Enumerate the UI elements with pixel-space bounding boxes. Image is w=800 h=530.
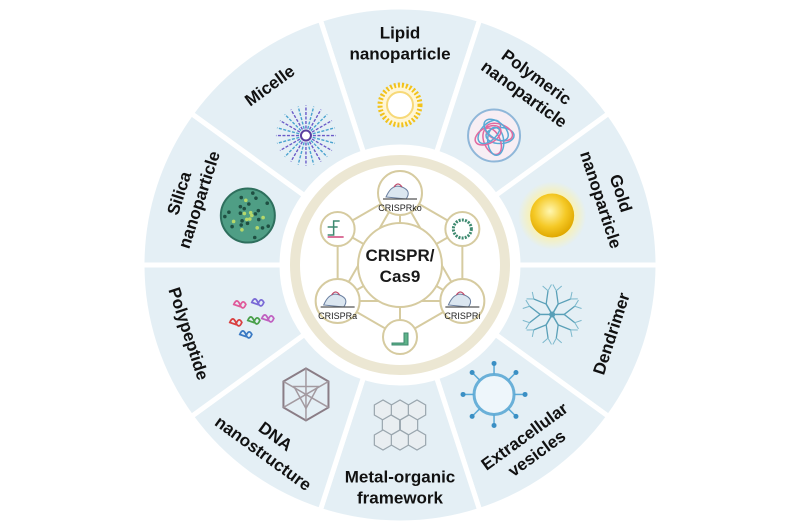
hexagon-grid-icon — [373, 399, 427, 451]
segment-label: Metal-organic framework — [345, 468, 456, 508]
segment-label-line: nanoparticle — [349, 45, 450, 64]
segment-label-line: Metal-organic — [345, 468, 456, 487]
lipid-nanoparticle-icon — [377, 82, 423, 128]
node-circle — [319, 211, 356, 247]
circular-plasmid-icon — [451, 218, 473, 240]
center-label-line2: Cas9 — [380, 267, 421, 286]
segment-label: Lipid nanoparticle — [349, 24, 450, 64]
node-label: CRISPRa — [318, 311, 357, 321]
node-circle — [444, 211, 481, 247]
vesicle-icon — [460, 360, 528, 428]
micelle-icon — [275, 105, 336, 166]
node-circle — [382, 319, 418, 355]
segment-micelle: Micelle — [187, 16, 367, 200]
node-plasmid — [444, 211, 481, 247]
cas9-protein-icon — [383, 183, 417, 200]
node-dna — [319, 211, 356, 247]
node-label: CRISPRko — [378, 203, 422, 213]
segment-polypeptide: Polypeptide — [139, 262, 309, 421]
polypeptide-icon — [228, 298, 275, 339]
polymer-nanoparticle-icon — [467, 108, 522, 163]
cas9-protein-icon — [320, 291, 355, 308]
dendrimer-icon — [522, 284, 582, 345]
node-crispri: CRISPRi — [439, 278, 486, 324]
segment-label-line: framework — [357, 489, 444, 508]
segment-background — [187, 16, 367, 200]
cas9-protein-icon — [445, 291, 480, 308]
segment-label-line: Lipid — [380, 24, 421, 43]
node-crispra: CRISPRa — [314, 278, 361, 324]
node-crisprko: CRISPRko — [377, 170, 423, 216]
node-label: CRISPRi — [444, 311, 480, 321]
center-label-line1: CRISPR/ — [366, 246, 435, 265]
dna-icon — [327, 220, 344, 238]
icosahedron-icon — [282, 367, 330, 422]
silica-nanoparticle-icon — [219, 187, 276, 244]
gold-nanoparticle-icon — [518, 181, 587, 250]
center-circle — [357, 222, 443, 308]
guide-rna-icon — [391, 332, 409, 346]
node-guide — [382, 319, 418, 355]
